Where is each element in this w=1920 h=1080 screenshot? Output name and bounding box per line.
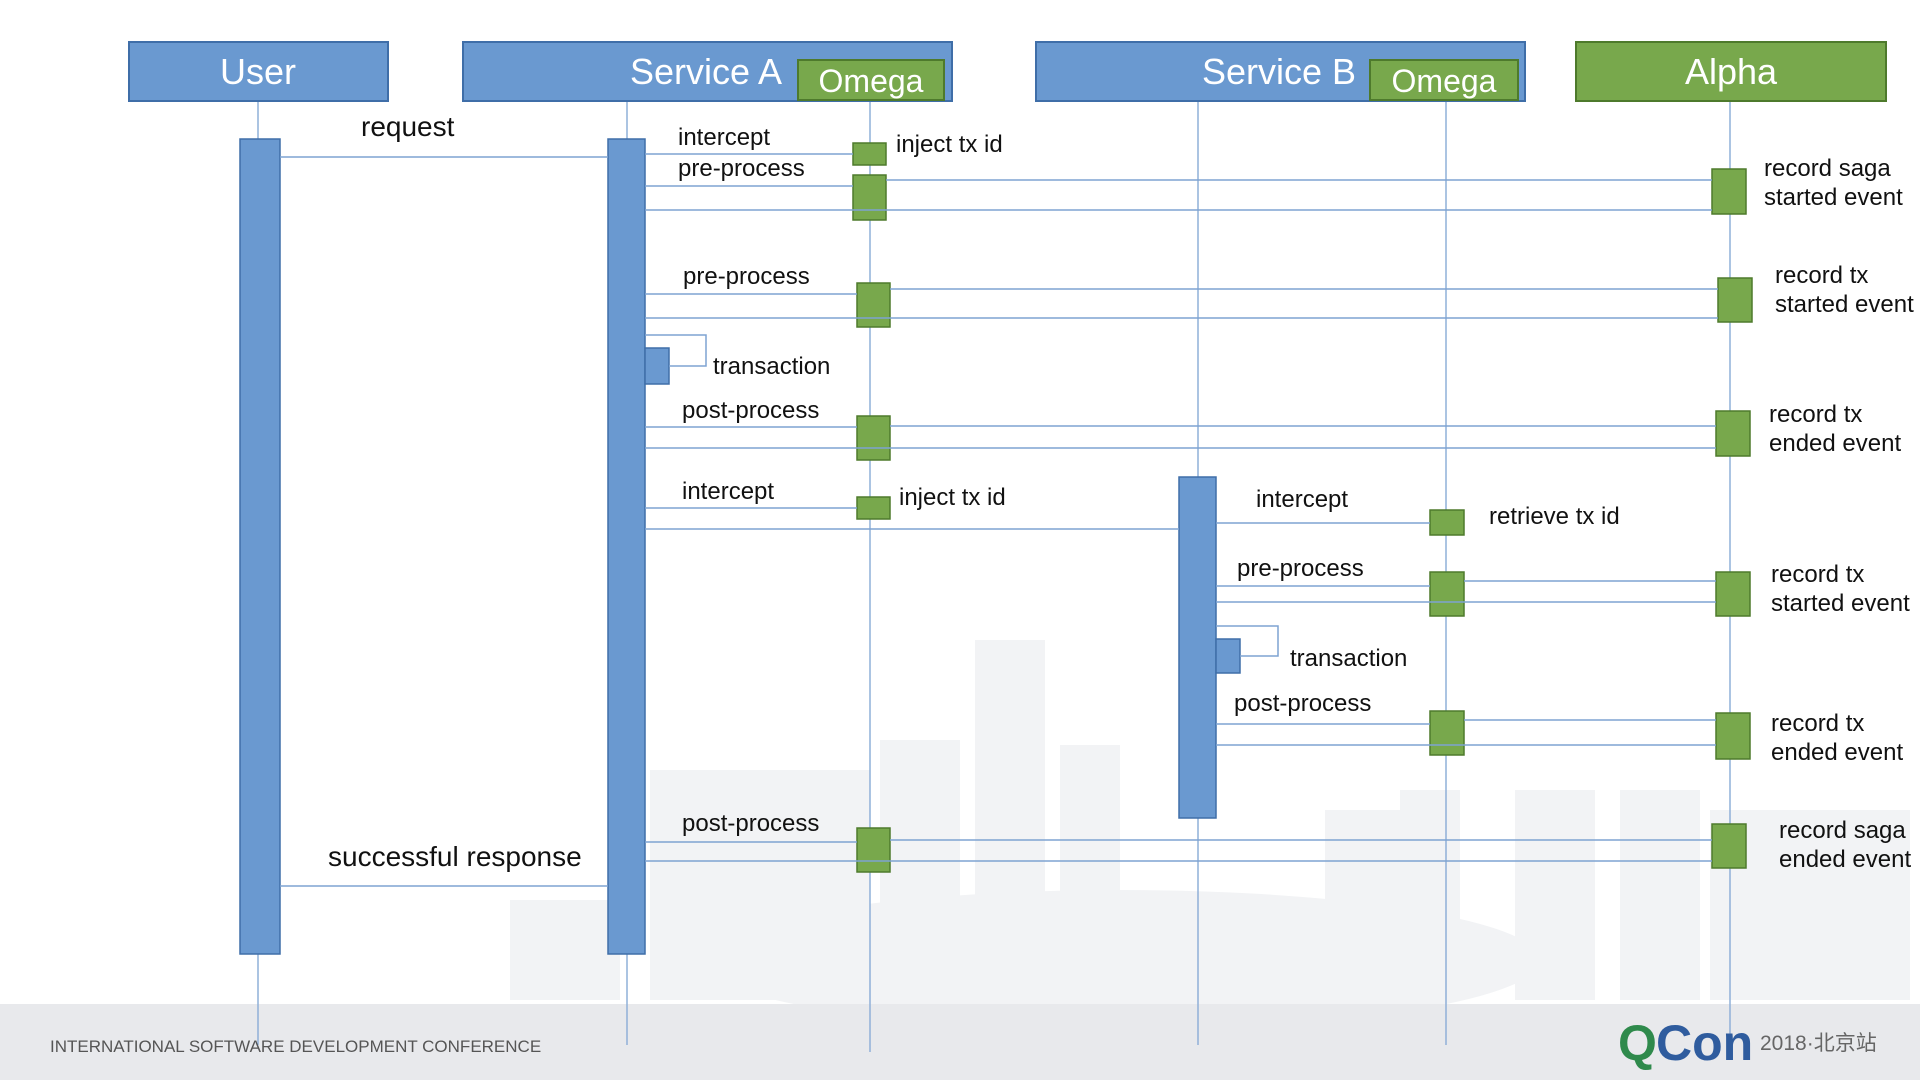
label-record-saga-started-1: record saga — [1764, 155, 1891, 182]
svg-text:Service A: Service A — [630, 51, 782, 92]
omega-a-pre-process-block-2 — [856, 282, 891, 328]
svg-text:2018·北京站: 2018·北京站 — [1760, 1032, 1877, 1055]
label-request: request — [361, 111, 455, 142]
svg-text:Omega: Omega — [819, 63, 924, 99]
svg-text:User: User — [220, 51, 296, 92]
label-record-tx-ended-a-2: ended event — [1769, 430, 1901, 457]
svg-text:Con: Con — [1656, 1015, 1753, 1071]
participant-omega-b: Omega — [1369, 59, 1519, 101]
message-labels: request intercept inject tx id pre-proce… — [328, 111, 1914, 873]
user-activation — [239, 138, 281, 955]
omega-a-inject-block-1 — [852, 142, 887, 166]
participant-omega-a: Omega — [797, 59, 945, 101]
label-a-pre-process-2: pre-process — [683, 263, 810, 290]
label-b-pre-process: pre-process — [1237, 555, 1364, 582]
participant-alpha: Alpha — [1575, 41, 1887, 102]
label-retrieve-tx-id: retrieve tx id — [1489, 503, 1620, 530]
label-b-transaction: transaction — [1290, 645, 1407, 672]
svg-text:Alpha: Alpha — [1685, 51, 1778, 92]
label-record-tx-ended-b-1: record tx — [1771, 710, 1864, 737]
service-a-activation — [607, 138, 646, 955]
service-b-activation — [1178, 476, 1217, 819]
label-a-transaction: transaction — [713, 353, 830, 380]
label-a-intercept-2: intercept — [682, 478, 774, 505]
omega-a-inject-block-2 — [856, 496, 891, 520]
label-record-saga-started-2: started event — [1764, 184, 1903, 211]
label-b-intercept: intercept — [1256, 486, 1348, 513]
message-lines — [280, 153, 1718, 887]
alpha-saga-started-block — [1711, 168, 1747, 215]
alpha-tx-ended-a-block — [1715, 410, 1751, 457]
label-record-tx-started-b-2: started event — [1771, 590, 1910, 617]
omega-b-pre-process-block — [1429, 571, 1465, 617]
footer-band — [0, 1004, 1920, 1080]
activations — [239, 138, 1753, 955]
omega-b-retrieve-block — [1429, 509, 1465, 536]
label-inject-tx-id-2: inject tx id — [899, 484, 1006, 511]
alpha-tx-started-b-block — [1715, 571, 1751, 617]
qcon-logo: Q Con 2018·北京站 — [1618, 1015, 1877, 1071]
svg-text:Service B: Service B — [1202, 51, 1356, 92]
svg-text:Omega: Omega — [1392, 63, 1497, 99]
alpha-tx-ended-b-block — [1715, 712, 1751, 760]
label-inject-tx-id-1: inject tx id — [896, 131, 1003, 158]
label-record-tx-ended-a-1: record tx — [1769, 401, 1862, 428]
label-a-intercept: intercept — [678, 124, 770, 151]
label-a-post-process-2: post-process — [682, 810, 819, 837]
participant-user: User — [128, 41, 389, 102]
omega-b-post-process-block — [1429, 710, 1465, 756]
omega-a-post-process-block-1 — [856, 415, 891, 461]
service-b-transaction-block — [1215, 638, 1241, 674]
omega-a-post-process-block-2 — [856, 827, 891, 873]
label-record-tx-ended-b-2: ended event — [1771, 739, 1903, 766]
label-record-tx-started-a-2: started event — [1775, 291, 1914, 318]
omega-a-pre-process-block-1 — [852, 174, 887, 221]
label-record-saga-ended-1: record saga — [1779, 817, 1906, 844]
skyline-watermark — [510, 640, 1910, 1030]
svg-text:Q: Q — [1618, 1015, 1657, 1071]
label-a-post-process-1: post-process — [682, 397, 819, 424]
conference-name: INTERNATIONAL SOFTWARE DEVELOPMENT CONFE… — [50, 1037, 541, 1056]
label-record-tx-started-a-1: record tx — [1775, 262, 1868, 289]
label-successful-response: successful response — [328, 841, 582, 872]
alpha-tx-started-a-block — [1717, 277, 1753, 323]
service-a-transaction-block — [644, 347, 670, 385]
label-a-pre-process-1: pre-process — [678, 155, 805, 182]
label-record-saga-ended-2: ended event — [1779, 846, 1911, 873]
label-b-post-process: post-process — [1234, 690, 1371, 717]
label-record-tx-started-b-1: record tx — [1771, 561, 1864, 588]
alpha-saga-ended-block — [1711, 823, 1747, 869]
